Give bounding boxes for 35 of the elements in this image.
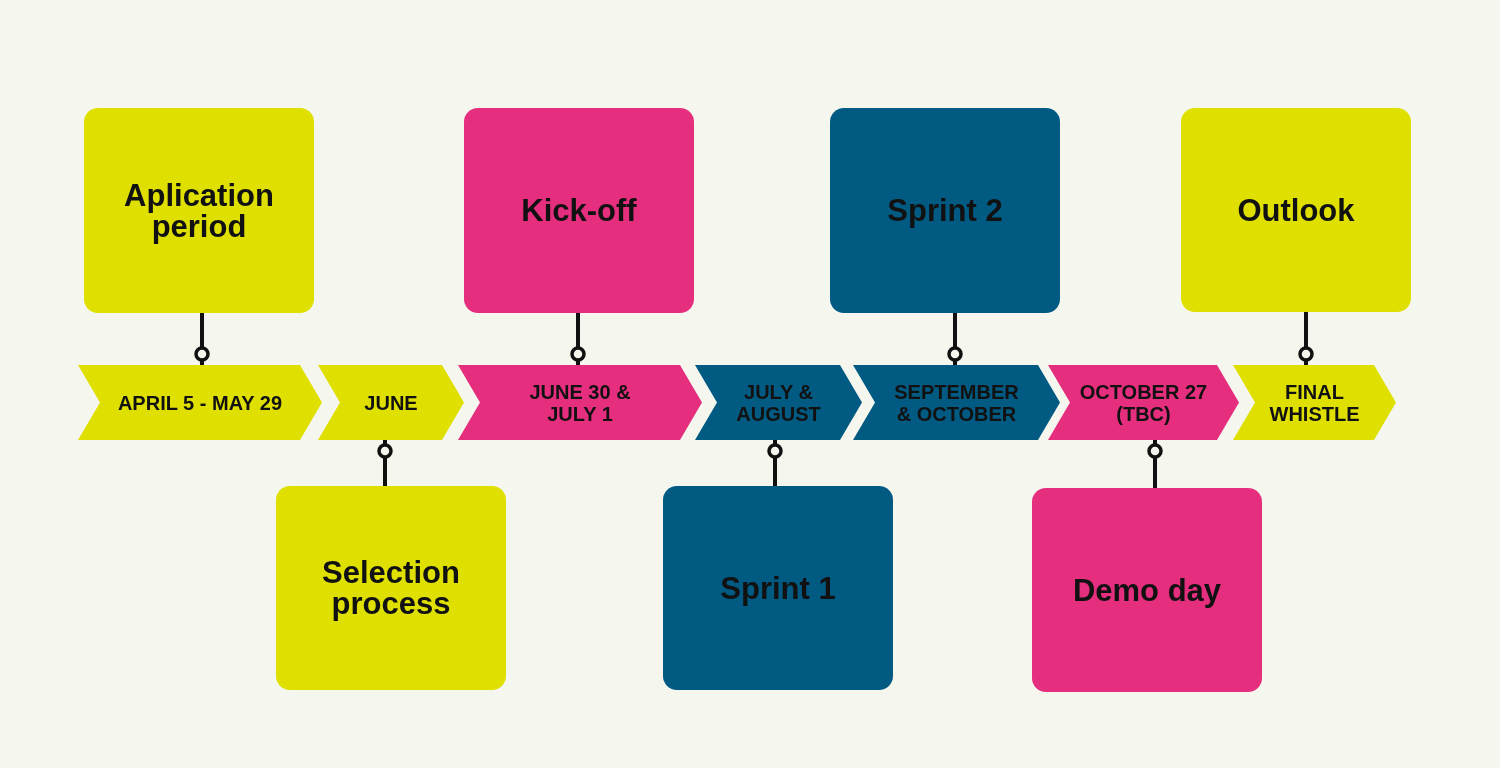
date-band [318, 365, 464, 440]
connector-line [194, 313, 210, 365]
date-label: JULY & AUGUST [735, 380, 822, 425]
milestone-label: Outlook [1237, 194, 1355, 226]
date-label: SEPTEMBER & OCTOBER [893, 380, 1020, 425]
date-label: OCTOBER 27 (TBC) [1078, 380, 1209, 425]
date-label: APRIL 5 - MAY 29 [117, 391, 283, 414]
milestone-label: Sprint 1 [720, 572, 836, 604]
milestone-box [1032, 488, 1262, 692]
milestone-box [464, 108, 694, 313]
date-band [1233, 365, 1396, 440]
milestone-box [276, 486, 506, 690]
connector-line [570, 313, 586, 365]
milestone-label: Kick-off [521, 195, 637, 226]
connector-line [1298, 312, 1314, 365]
date-band [853, 365, 1060, 440]
date-band [78, 365, 322, 440]
milestone-box [84, 108, 314, 313]
connector-line [767, 440, 783, 486]
milestone-box [830, 108, 1060, 313]
connector-line [1147, 440, 1163, 488]
date-band [1048, 365, 1239, 440]
milestone-box [663, 486, 893, 690]
date-band [695, 365, 862, 440]
date-label: JUNE [364, 391, 418, 414]
date-label: FINAL WHISTLE [1268, 380, 1361, 425]
milestone-label: Aplication period [123, 179, 275, 242]
milestone-label: Sprint 2 [887, 195, 1003, 226]
date-label: JUNE 30 & JULY 1 [528, 380, 632, 425]
date-band [458, 365, 702, 440]
milestone-label: Demo day [1072, 574, 1222, 606]
milestone-box [1181, 108, 1411, 312]
connector-line [377, 440, 393, 486]
connector-line [947, 313, 963, 365]
milestone-label: Selection process [321, 557, 461, 619]
